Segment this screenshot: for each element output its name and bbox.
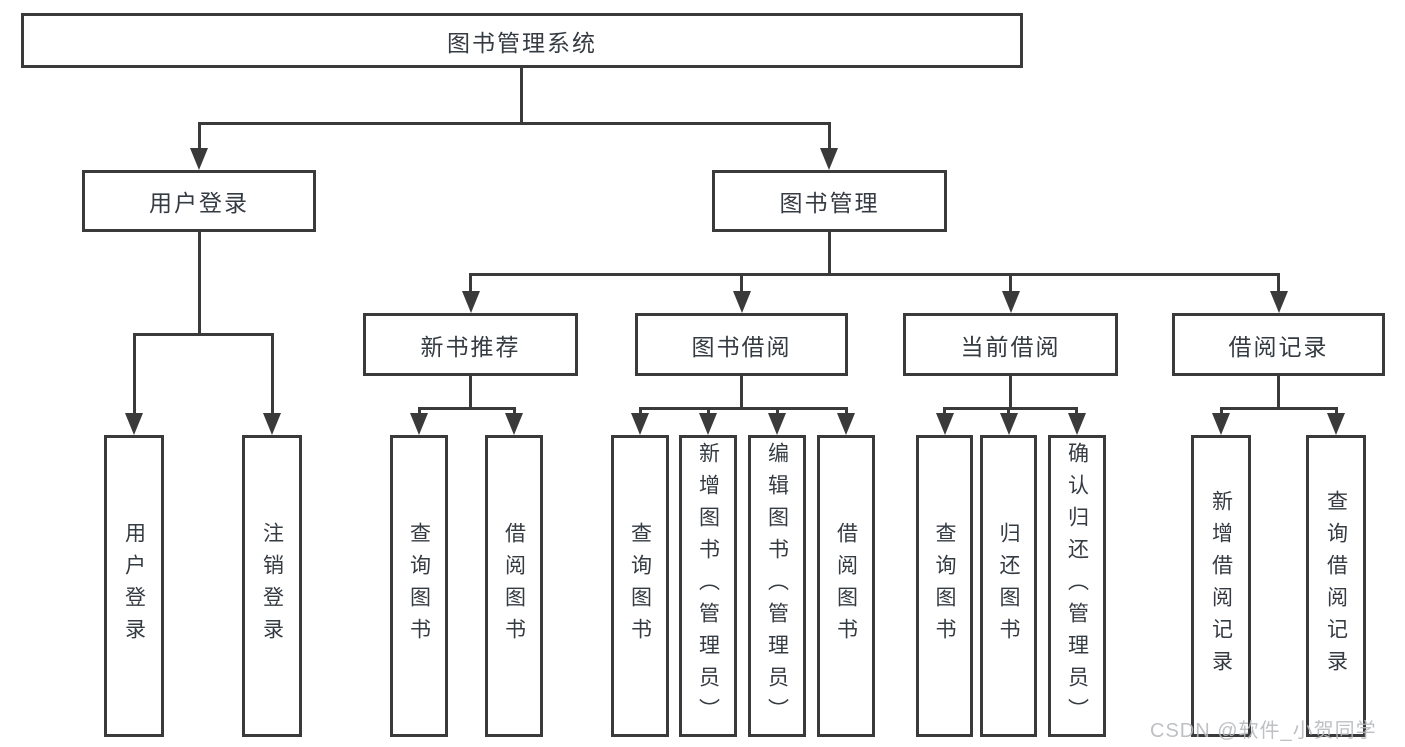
- arrowhead-down-icon: [733, 291, 751, 313]
- connector-line: [198, 232, 201, 336]
- connector-line: [639, 407, 848, 410]
- leaf-query-books-current: 查询图书: [916, 435, 973, 737]
- connector-line: [418, 407, 516, 410]
- arrowhead-down-icon: [1270, 291, 1288, 313]
- node-label: 图书借阅: [691, 333, 792, 360]
- arrowhead-down-icon: [1327, 413, 1345, 435]
- connector-line: [198, 122, 831, 125]
- leaf-query-books-borrowing: 查询图书: [611, 435, 669, 737]
- arrowhead-down-icon: [631, 413, 649, 435]
- connector-line: [707, 407, 710, 415]
- leaf-add-books-admin: 新增图书（管理员）: [679, 435, 737, 737]
- connector-line: [740, 273, 743, 293]
- node-new-book-recommendation: 新书推荐: [363, 313, 578, 376]
- arrowhead-down-icon: [1000, 413, 1018, 435]
- connector-line: [1220, 407, 1338, 410]
- arrowhead-down-icon: [125, 413, 143, 435]
- leaf-label: 借阅图书: [502, 522, 526, 650]
- node-label: 图书管理: [779, 190, 880, 216]
- node-label: 借阅记录: [1228, 333, 1329, 360]
- leaf-query-books-recommend: 查询图书: [390, 435, 448, 737]
- node-user-login: 用户登录: [82, 170, 316, 232]
- leaf-label: 编辑图书（管理员）: [765, 442, 789, 730]
- arrowhead-down-icon: [462, 291, 480, 313]
- arrowhead-down-icon: [263, 413, 281, 435]
- connector-line: [1277, 273, 1280, 293]
- connector-line: [513, 407, 516, 415]
- leaf-borrow-books-recommend: 借阅图书: [485, 435, 543, 737]
- node-label: 图书管理系统: [447, 29, 597, 56]
- node-label: 用户登录: [149, 190, 249, 216]
- connector-line: [828, 232, 831, 276]
- leaf-borrow-books-borrowing: 借阅图书: [817, 435, 875, 737]
- leaf-add-borrow-record: 新增借阅记录: [1191, 435, 1251, 737]
- arrowhead-down-icon: [936, 413, 954, 435]
- arrowhead-down-icon: [410, 413, 428, 435]
- connector-line: [271, 333, 274, 415]
- node-label: 新书推荐: [420, 333, 521, 360]
- leaf-label: 查询图书: [933, 522, 956, 650]
- arrowhead-down-icon: [820, 148, 838, 170]
- connector-line: [133, 333, 136, 415]
- leaf-label: 借阅图书: [834, 522, 858, 650]
- connector-line: [845, 407, 848, 415]
- connector-line: [198, 122, 201, 150]
- connector-line: [418, 407, 421, 415]
- arrowhead-down-icon: [837, 413, 855, 435]
- csdn-watermark: CSDN @软件_小贺同学: [1150, 720, 1377, 742]
- leaf-label: 确认归还（管理员）: [1065, 442, 1089, 730]
- node-book-borrowing: 图书借阅: [635, 313, 848, 376]
- arrowhead-down-icon: [699, 413, 717, 435]
- arrowhead-down-icon: [1002, 291, 1020, 313]
- connector-line: [1007, 407, 1010, 415]
- connector-line: [469, 376, 472, 410]
- leaf-edit-books-admin: 编辑图书（管理员）: [748, 435, 806, 737]
- leaf-label: 查询借阅记录: [1324, 490, 1348, 682]
- arrowhead-down-icon: [1212, 413, 1230, 435]
- node-label: 当前借阅: [960, 333, 1061, 360]
- arrowhead-down-icon: [190, 148, 208, 170]
- leaf-label: 注销登录: [260, 522, 284, 650]
- leaf-label: 查询图书: [407, 522, 431, 650]
- leaf-query-borrow-record: 查询借阅记录: [1306, 435, 1366, 737]
- connector-line: [776, 407, 779, 415]
- leaf-label: 新增图书（管理员）: [696, 442, 720, 730]
- node-borrowing-records: 借阅记录: [1172, 313, 1385, 376]
- arrowhead-down-icon: [768, 413, 786, 435]
- node-book-management: 图书管理: [712, 170, 947, 232]
- connector-line: [1009, 376, 1012, 410]
- connector-line: [740, 376, 743, 410]
- arrowhead-down-icon: [1068, 413, 1086, 435]
- connector-line: [469, 273, 472, 293]
- node-current-borrowing: 当前借阅: [903, 313, 1118, 376]
- connector-line: [943, 407, 946, 415]
- connector-line: [1075, 407, 1078, 415]
- leaf-user-login: 用户登录: [104, 435, 164, 737]
- connector-line: [1277, 376, 1280, 410]
- connector-line: [828, 122, 831, 150]
- connector-line: [1220, 407, 1223, 415]
- connector-line: [520, 68, 523, 124]
- connector-line: [133, 333, 274, 336]
- connector-line: [1335, 407, 1338, 415]
- leaf-logout: 注销登录: [242, 435, 302, 737]
- leaf-label: 用户登录: [122, 522, 146, 650]
- node-library-management-system: 图书管理系统: [21, 13, 1023, 68]
- arrowhead-down-icon: [505, 413, 523, 435]
- leaf-label: 查询图书: [628, 522, 652, 650]
- connector-line: [943, 407, 1078, 410]
- leaf-confirm-return-admin: 确认归还（管理员）: [1048, 435, 1106, 737]
- connector-line: [469, 273, 1280, 276]
- leaf-return-books: 归还图书: [980, 435, 1037, 737]
- leaf-label: 新增借阅记录: [1209, 490, 1233, 682]
- connector-line: [1009, 273, 1012, 293]
- leaf-label: 归还图书: [997, 522, 1020, 650]
- connector-line: [639, 407, 642, 415]
